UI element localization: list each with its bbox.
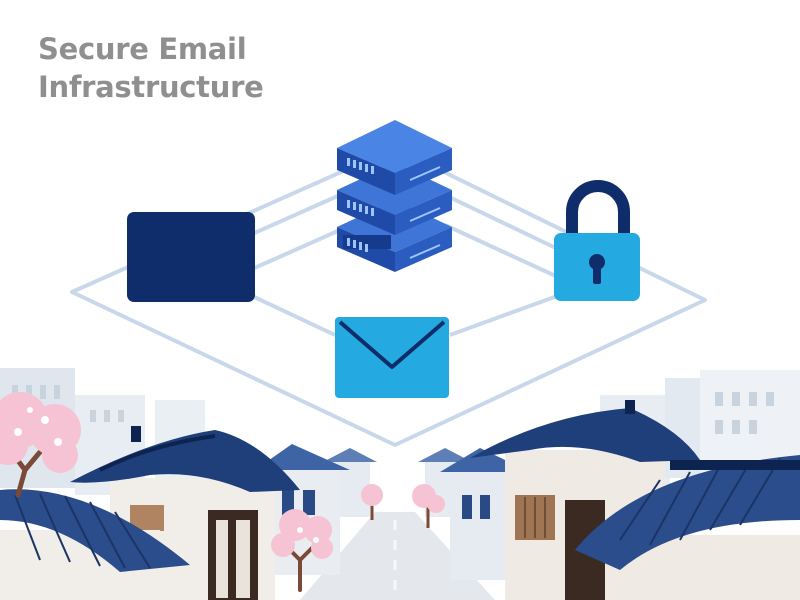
cherry-blossom-tree-far-right xyxy=(412,484,445,528)
right-foreground-roof xyxy=(575,455,800,600)
cherry-blossom-tree-left xyxy=(0,392,81,498)
left-foreground-roof xyxy=(0,489,190,600)
distant-houses xyxy=(323,448,472,517)
title-line-2: Infrastructure xyxy=(38,70,264,104)
server-stack-icon xyxy=(337,120,452,272)
monitor-icon xyxy=(127,212,255,302)
padlock-icon xyxy=(554,180,640,301)
title-line-1: Secure Email xyxy=(38,32,247,66)
street xyxy=(300,512,495,600)
cherry-blossom-tree-mid-left xyxy=(271,509,333,592)
page-title: Secure Email Infrastructure xyxy=(38,30,264,106)
cherry-blossom-tree-far-left xyxy=(361,484,383,520)
server-unit-1 xyxy=(337,120,452,195)
envelope-icon xyxy=(335,317,449,398)
